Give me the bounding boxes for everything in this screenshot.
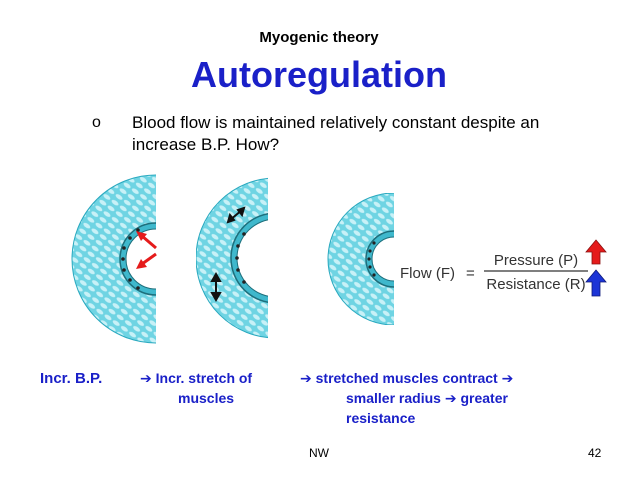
formula-numerator: Pressure (P)	[494, 252, 578, 269]
formula-lhs: Flow (F)	[400, 265, 455, 282]
vessel-figure-contracted	[318, 193, 394, 330]
formula-denominator: Resistance (R)	[486, 276, 585, 293]
vessel-figure-stretched	[196, 168, 268, 349]
vessel-figure-normal	[68, 174, 157, 349]
caption-arrow-icon: ➔	[501, 371, 514, 387]
caption-arrow-icon: ➔	[444, 391, 457, 407]
pressure-arrows-icon	[136, 231, 157, 269]
bullet-text: Blood flow is maintained relatively cons…	[132, 113, 540, 154]
slide-subtitle: Myogenic theory	[259, 29, 379, 46]
caption-increased-bp: Incr. B.P.	[40, 370, 103, 387]
caption-contract-line3: resistance	[346, 410, 416, 426]
caption-arrow-icon: ➔	[140, 371, 152, 387]
footer-author: NW	[309, 446, 329, 460]
slide-title: Autoregulation	[191, 54, 447, 95]
resistance-up-arrow-icon	[585, 269, 607, 297]
caption-stretch-line1: Incr. stretch of	[155, 370, 253, 386]
vessel-cross-section-icon	[71, 174, 156, 344]
bullet-marker: o	[92, 114, 101, 131]
flow-formula: Flow (F) = Pressure (P) Resistance (R)	[398, 236, 610, 309]
caption-arrow-icon: ➔	[300, 371, 312, 387]
caption-stretch: ➔ Incr. stretch of muscles	[140, 369, 280, 408]
formula-equals: =	[466, 265, 475, 282]
caption-contract: ➔ stretched muscles contract ➔ smaller r…	[300, 369, 580, 428]
flow-formula-svg: Flow (F) = Pressure (P) Resistance (R)	[400, 239, 607, 297]
stretched-vessel-icon	[196, 177, 268, 339]
pressure-up-arrow-icon	[585, 239, 607, 265]
page-number: 42	[588, 446, 602, 460]
contracted-vessel-icon	[327, 193, 394, 325]
caption-contract-line2b: greater	[460, 390, 508, 406]
caption-contract-line1: stretched muscles contract	[315, 370, 498, 386]
caption-stretch-line2: muscles	[178, 390, 235, 406]
caption-contract-line2a: smaller radius	[346, 390, 441, 406]
